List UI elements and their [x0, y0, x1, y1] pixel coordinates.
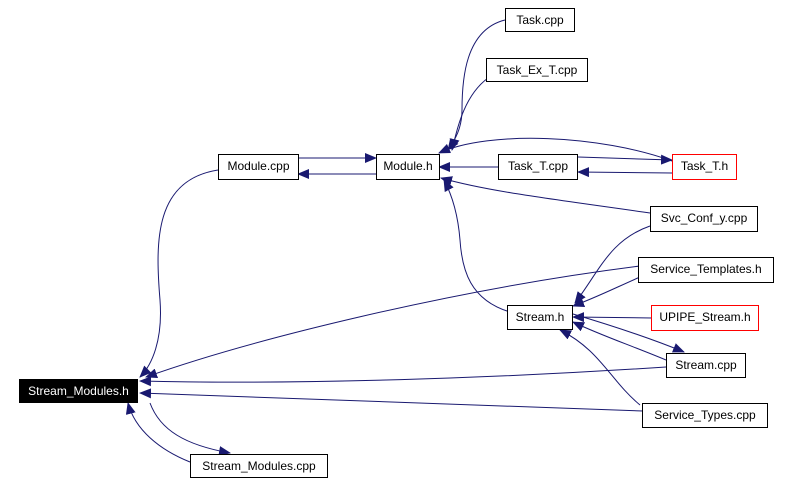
node-stream-modules-h: Stream_Modules.h: [19, 379, 138, 403]
edge-service-templates-to-stream-h: [572, 276, 641, 307]
node-module-h[interactable]: Module.h: [376, 154, 440, 180]
node-service-types-cpp[interactable]: Service_Types.cpp: [642, 403, 768, 428]
edge-svc-conf-to-stream-h: [574, 225, 651, 304]
node-task-t-cpp[interactable]: Task_T.cpp: [498, 154, 578, 180]
edge-svc-conf-to-module-h: [440, 176, 651, 214]
node-service-templates-h[interactable]: Service_Templates.h: [638, 257, 774, 283]
node-stream-cpp[interactable]: Stream.cpp: [666, 353, 746, 378]
edge-stream-cpp-to-stream-h: [572, 321, 667, 361]
node-stream-modules-cpp[interactable]: Stream_Modules.cpp: [190, 454, 328, 478]
node-task-ex-t-cpp[interactable]: Task_Ex_T.cpp: [486, 58, 588, 82]
edge-service-types-to-stream-modules-h: [139, 388, 644, 412]
edge-module-cpp-to-stream-modules-h: [139, 169, 219, 378]
edge-stream-modules-cpp-to-stream-modules-h: [125, 402, 191, 463]
edge-task-ex-t-cpp-to-module-h: [449, 77, 489, 151]
edge-stream-modules-h-to-stream-modules-cpp: [149, 402, 231, 456]
edge-service-templates-to-stream-modules-h: [145, 265, 641, 379]
edge-service-types-to-stream-h: [559, 329, 641, 406]
node-stream-h[interactable]: Stream.h: [507, 305, 573, 330]
node-upipe-stream-h[interactable]: UPIPE_Stream.h: [651, 305, 759, 331]
edge-upipe-to-stream-h: [572, 312, 653, 323]
edge-stream-h-to-stream-cpp: [572, 313, 685, 353]
edge-task-t-h-to-task-t-cpp: [577, 167, 673, 178]
edge-stream-h-to-module-h: [443, 179, 511, 313]
edge-task-t-h-to-module-h: [438, 137, 673, 162]
node-svc-conf-y-cpp[interactable]: Svc_Conf_y.cpp: [650, 206, 758, 232]
edge-stream-cpp-to-stream-modules-h: [139, 366, 667, 387]
node-task-cpp[interactable]: Task.cpp: [505, 8, 575, 32]
node-module-cpp[interactable]: Module.cpp: [218, 154, 299, 180]
edge-task-t-cpp-to-task-t-h: [577, 154, 673, 165]
node-task-t-h[interactable]: Task_T.h: [672, 154, 737, 180]
